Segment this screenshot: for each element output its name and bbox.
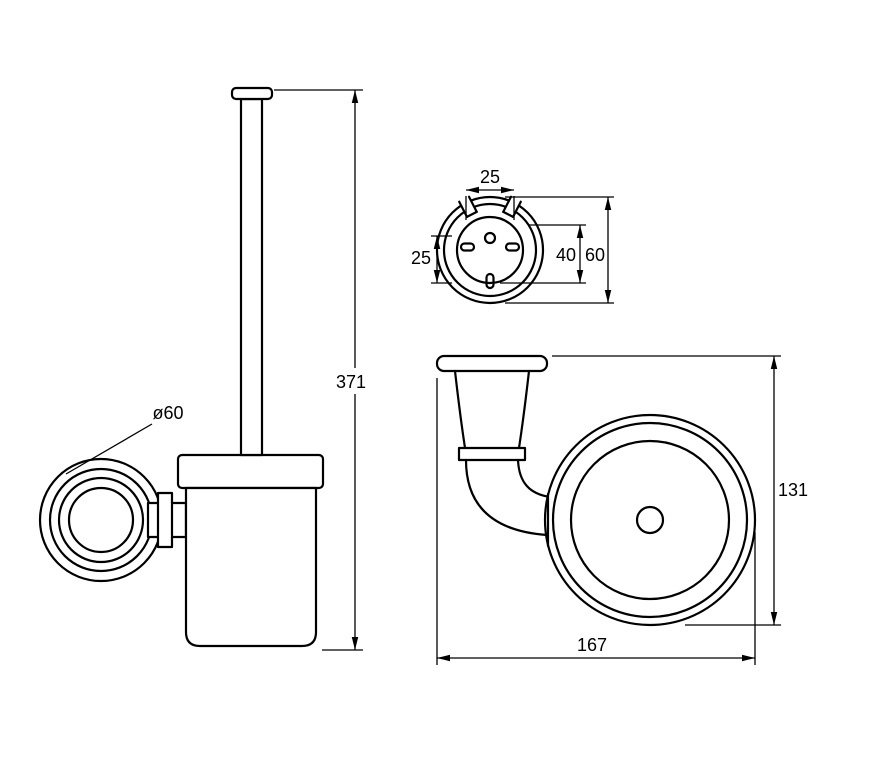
bracket-cone-left bbox=[453, 369, 467, 450]
holder-cup bbox=[184, 486, 318, 648]
plate-slot-bottom bbox=[485, 272, 495, 290]
inner-span-text: 40 bbox=[556, 245, 576, 265]
slot-spacing-vertical-text: 25 bbox=[411, 248, 431, 268]
dim-overall-height: 371 bbox=[274, 89, 370, 651]
plate-slot-right bbox=[504, 242, 521, 252]
cup-outer-rim bbox=[543, 413, 757, 627]
plate-dimensions: 25 25 40 60 bbox=[411, 167, 614, 304]
wall-rosette-ring-2 bbox=[48, 467, 154, 573]
cup-rim-2 bbox=[551, 421, 749, 619]
plate-slot-left bbox=[459, 242, 476, 252]
elbow-outer bbox=[464, 458, 549, 537]
plate-pilot-hole bbox=[483, 231, 497, 245]
slot-spacing-horizontal-text: 25 bbox=[480, 167, 500, 187]
cup-inner-ring bbox=[569, 439, 731, 601]
plate-diameter-text: 60 bbox=[585, 245, 605, 265]
holder-collar bbox=[176, 453, 325, 490]
dim-text-mask bbox=[332, 368, 370, 394]
plate-middle-circle bbox=[442, 202, 538, 298]
mount-diameter-text: ø60 bbox=[152, 403, 183, 423]
bracket-cone-right bbox=[517, 369, 531, 450]
cup-center-hole bbox=[635, 505, 665, 535]
wall-plate-edge bbox=[435, 354, 549, 373]
brush-handle-rod bbox=[239, 97, 264, 457]
top-view-dimensions: 131 167 bbox=[436, 355, 808, 665]
label-mount-diameter: ø60 bbox=[65, 403, 184, 475]
plate-view: 25 25 40 60 bbox=[411, 167, 614, 305]
brush-handle-cap bbox=[230, 86, 274, 101]
overall-height-text: 371 bbox=[336, 372, 366, 392]
wall-rosette-ring-3 bbox=[57, 476, 145, 564]
depth-text: 131 bbox=[778, 480, 808, 500]
mount-stem-flange bbox=[156, 491, 174, 549]
plate-inner-circle bbox=[455, 215, 525, 285]
wall-rosette-ring-inner bbox=[67, 486, 135, 554]
length-text: 167 bbox=[577, 635, 607, 655]
side-view: ø60 371 bbox=[38, 86, 370, 651]
top-view: 131 167 bbox=[435, 354, 808, 665]
bracket-flange bbox=[457, 446, 527, 462]
leader-line bbox=[65, 423, 153, 475]
elbow-inner bbox=[516, 458, 552, 499]
